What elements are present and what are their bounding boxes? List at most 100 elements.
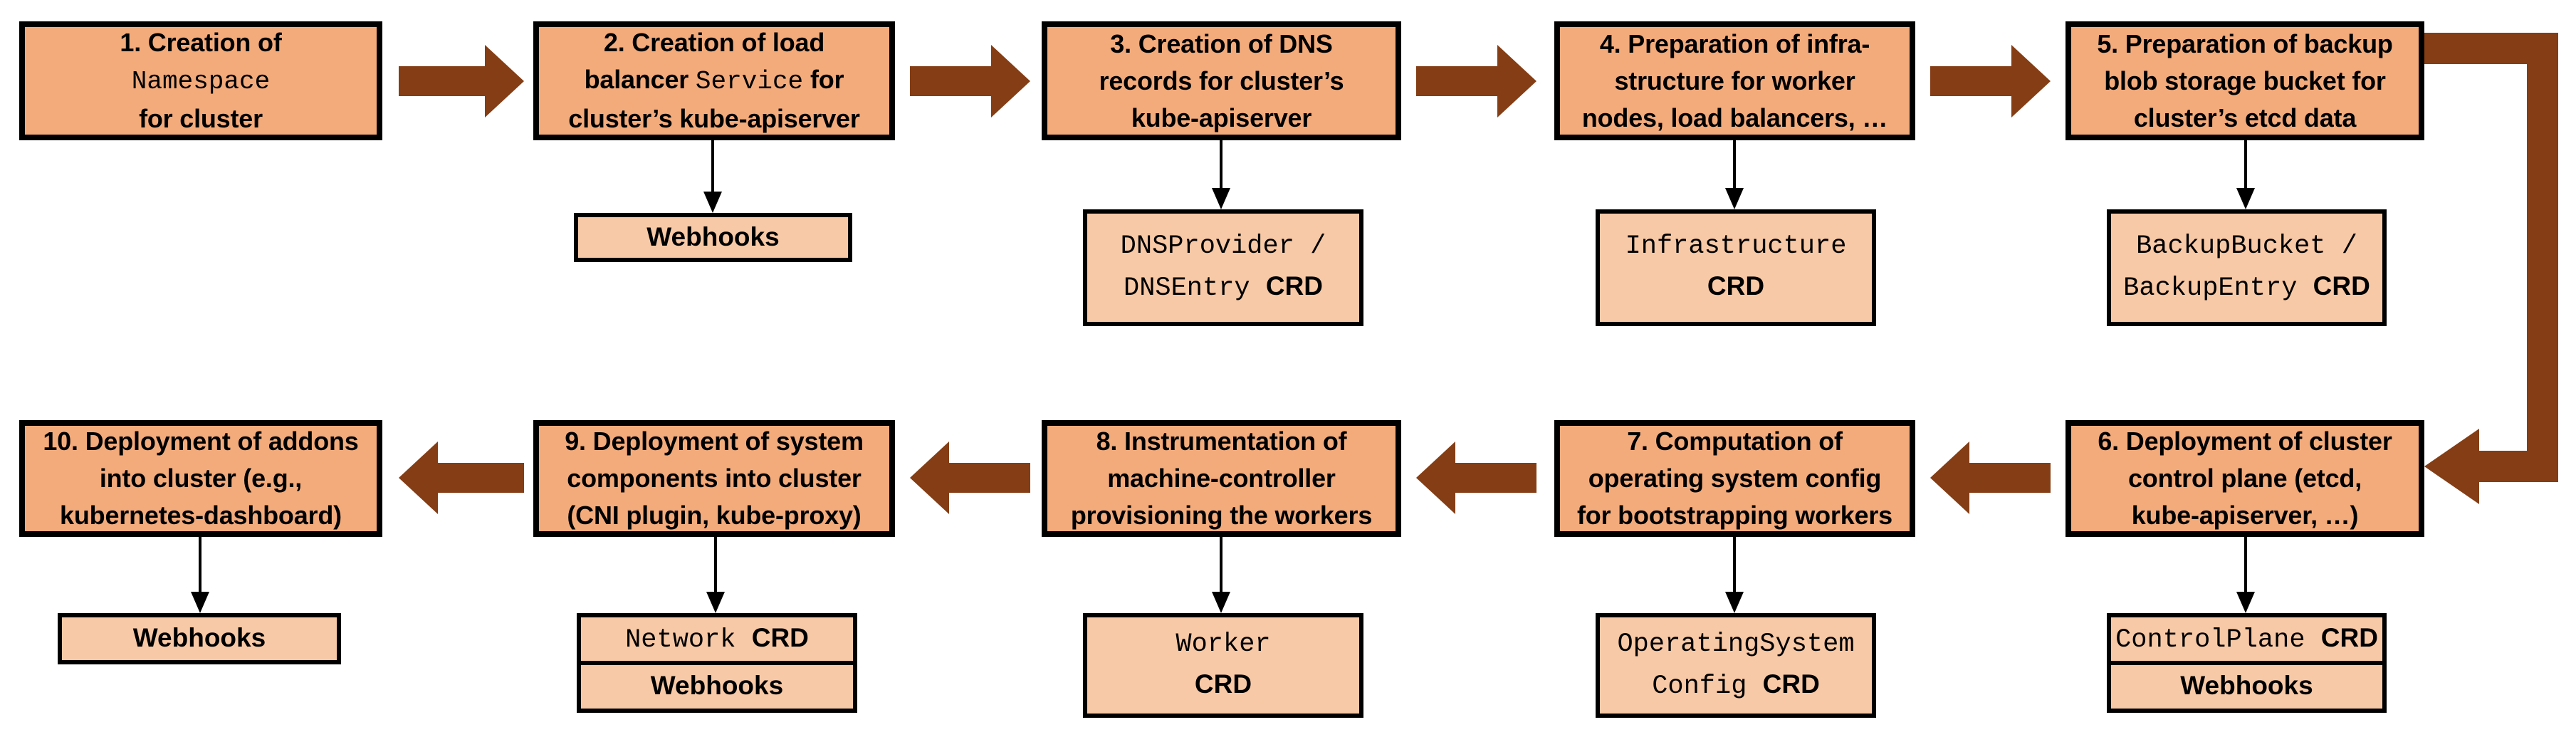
text-line: Config CRD	[1652, 664, 1820, 706]
label-text: provisioning the workers	[1070, 501, 1373, 530]
text-line: DNSEntry CRD	[1124, 266, 1323, 308]
label-text: into cluster (e.g.,	[99, 464, 303, 493]
label-text	[2297, 273, 2313, 303]
text-line: nodes, load balancers, …	[1582, 100, 1888, 137]
flow-arrow-9-10	[399, 441, 524, 514]
text-line: Namespace	[132, 61, 270, 100]
text-line: Infrastructure	[1625, 227, 1847, 266]
step-box-5: 5. Preparation of backup blob storage buc…	[2065, 21, 2424, 140]
webhooks-cell: Webhooks	[578, 217, 848, 259]
label-text: Webhooks	[132, 622, 266, 652]
crd-cell: ControlPlane CRD	[2111, 617, 2382, 661]
text-line: balancer Service for	[585, 61, 844, 100]
text-line: 10. Deployment of addons	[43, 423, 358, 460]
label-text	[2305, 625, 2321, 655]
text-line: records for cluster’s	[1099, 63, 1344, 100]
text-line: 7. Computation of	[1627, 423, 1843, 460]
step-box-8: 8. Instrumentation of machine-controller p…	[1042, 420, 1401, 537]
text-line: kube-apiserver, …)	[2132, 497, 2359, 534]
connector-step-8-head	[1212, 592, 1230, 613]
step-box-10: 10. Deployment of addons into cluster (e.…	[19, 420, 382, 537]
connector-step-2-head	[703, 192, 722, 213]
text-line: provisioning the workers	[1071, 497, 1372, 534]
code-text: Service	[695, 67, 804, 96]
text-line: BackupBucket /	[2136, 227, 2357, 266]
label-text: 4. Preparation of infra-	[1599, 28, 1870, 58]
flow-arrow-4-5	[1930, 45, 2051, 117]
text-line: 1. Creation of	[120, 24, 281, 61]
text-line: control plane (etcd,	[2128, 460, 2362, 497]
step-box-1: 1. Creation of Namespace for cluster	[19, 21, 382, 140]
text-line: Worker	[1176, 625, 1270, 664]
text-line: CRD	[1195, 664, 1252, 706]
text-line: for cluster	[139, 100, 263, 137]
step-box-4: 4. Preparation of infra-structure for wo…	[1554, 21, 1915, 140]
crd-webhooks-box-step-9: Network CRD Webhooks	[577, 613, 857, 713]
webhooks-cell: Webhooks	[581, 661, 853, 709]
label-text: (CNI plugin, kube-proxy)	[567, 501, 862, 530]
step-box-7: 7. Computation of operating system config…	[1554, 420, 1915, 537]
webhooks-cell: Webhooks	[62, 617, 337, 660]
label-text: control plane (etcd,	[2127, 464, 2362, 493]
label-text: 5. Preparation of backup	[2097, 28, 2393, 58]
code-text: BackupEntry	[2123, 273, 2298, 303]
text-line: ControlPlane CRD	[2115, 618, 2378, 660]
text-line: 8. Instrumentation of	[1096, 423, 1347, 460]
label-text: CRD	[1762, 669, 1820, 699]
code-text: Config	[1652, 671, 1747, 701]
connector-step-9-head	[706, 592, 725, 613]
flow-arrow-1-2	[399, 45, 524, 117]
text-line: Webhooks	[646, 217, 779, 259]
label-text: CRD	[1265, 271, 1324, 301]
text-line: Network CRD	[625, 618, 809, 660]
text-line: 5. Preparation of backup	[2097, 26, 2393, 63]
label-text: CRD	[751, 623, 809, 652]
text-line: BackupEntry CRD	[2123, 266, 2370, 308]
label-text: for	[803, 65, 844, 94]
label-text: 8. Instrumentation of	[1096, 427, 1347, 456]
label-text: Webhooks	[646, 222, 780, 251]
crd-cell: DNSProvider /DNSEntry CRD	[1087, 214, 1359, 322]
crd-box-step-5: BackupBucket /BackupEntry CRD	[2107, 209, 2387, 326]
connector-step-6-head	[2236, 592, 2255, 613]
step-box-3: 3. Creation of DNS records for cluster’s k…	[1042, 21, 1401, 140]
label-text: 10. Deployment of addons	[43, 427, 359, 456]
text-line: DNSProvider /	[1121, 227, 1326, 266]
text-line: kubernetes-dashboard)	[60, 497, 342, 534]
text-line: cluster’s etcd data	[2134, 100, 2357, 137]
flow-arrow-6-7	[1930, 441, 2051, 514]
connector-step-4-head	[1725, 188, 1744, 209]
text-line: cluster’s kube-apiserver	[568, 100, 860, 137]
label-text: kube-apiserver	[1131, 103, 1312, 132]
connector-step-5-head	[2236, 188, 2255, 209]
label-text: 3. Creation of DNS	[1110, 28, 1333, 58]
webhooks-box-step-10: Webhooks	[58, 613, 341, 664]
label-text: components into cluster	[567, 464, 862, 493]
code-text: Network	[625, 625, 736, 655]
text-line: Webhooks	[651, 666, 783, 708]
label-text: machine-controller	[1107, 464, 1336, 493]
label-text: kubernetes-dashboard)	[60, 501, 342, 530]
flow-arrow-5-6-bent	[2424, 33, 2558, 504]
text-line: blob storage bucket for	[2104, 63, 2386, 100]
text-line: CRD	[1707, 266, 1764, 308]
label-text: 7. Computation of	[1627, 427, 1843, 456]
crd-cell: Network CRD	[581, 617, 853, 661]
code-text: Namespace	[131, 67, 271, 96]
label-text: records for cluster’s	[1099, 66, 1344, 95]
label-text: operating system config	[1588, 464, 1882, 493]
label-text: for cluster	[139, 104, 263, 133]
text-line: into cluster (e.g.,	[100, 460, 302, 497]
label-text: structure for worker	[1614, 66, 1855, 95]
text-line: structure for worker	[1614, 63, 1855, 100]
webhooks-box-step-2: Webhooks	[574, 213, 852, 262]
text-line: OperatingSystem	[1617, 625, 1854, 664]
label-text: for bootstrapping workers	[1576, 501, 1893, 530]
label-text: Webhooks	[650, 671, 784, 700]
